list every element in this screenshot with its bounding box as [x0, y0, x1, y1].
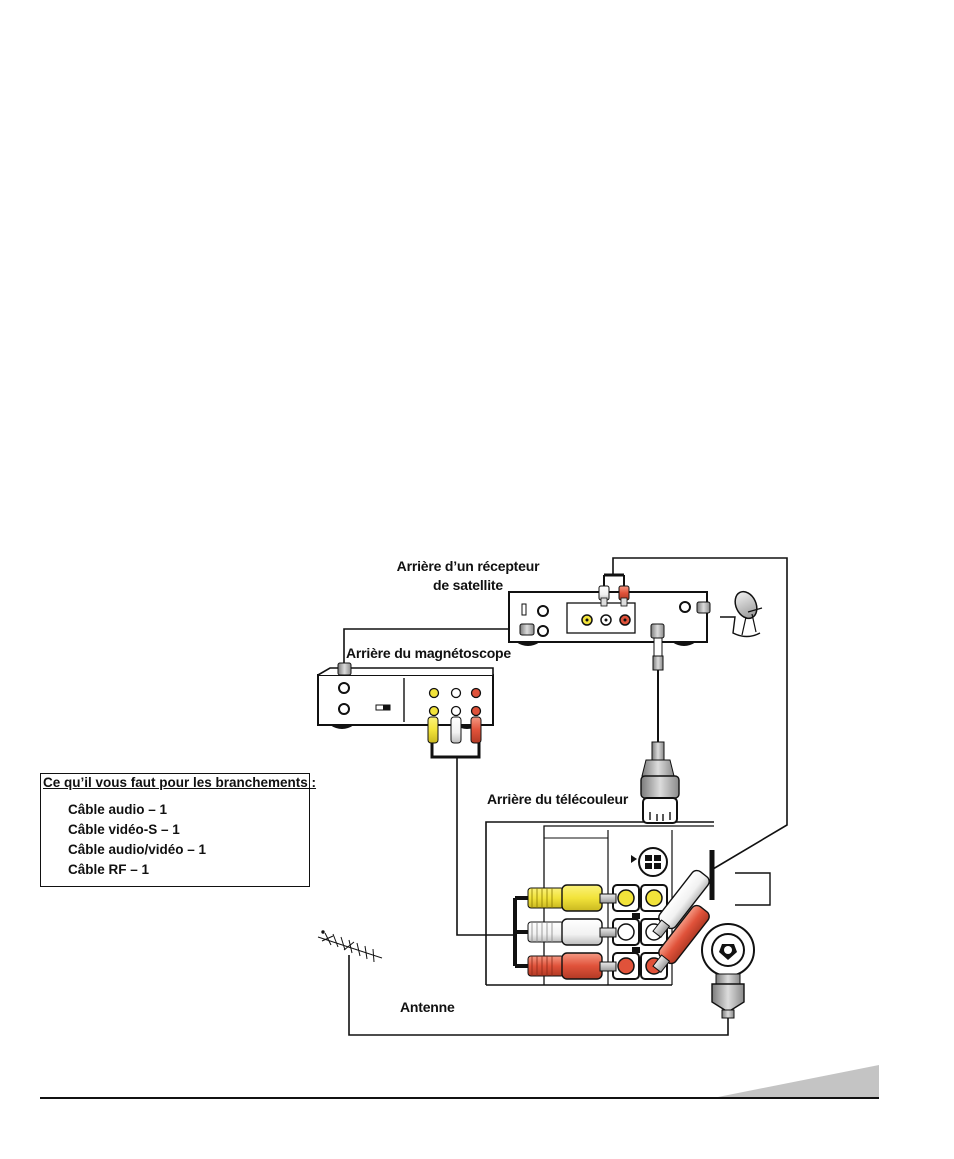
satellite-dish-icon [720, 590, 763, 638]
satellite-receiver [508, 591, 711, 671]
requirements-list: Câble audio – 1 Câble vidéo-S – 1 Câble … [68, 800, 206, 880]
cable-routes [343, 557, 788, 1036]
satellite-label-line2: de satellite [433, 577, 503, 593]
requirement-item: Câble RF – 1 [68, 862, 150, 877]
tv-label: Arrière du télécouleur [487, 791, 629, 807]
satellite-receiver-label: Arrière d’un récepteur de satellite [380, 557, 556, 595]
vcr-av-cable-loop [430, 742, 481, 759]
footer-rule [40, 1097, 879, 1099]
satellite-audio-plugs [598, 573, 630, 607]
vcr [317, 662, 494, 744]
satellite-label-line1: Arrière d’un récepteur [396, 558, 540, 574]
requirement-item: Câble audio/vidéo – 1 [68, 842, 207, 857]
page-tab [718, 1065, 879, 1097]
antenna-icon [317, 930, 383, 990]
requirements-box: Ce qu’il vous faut pour les branchements… [40, 773, 316, 887]
vcr-label: Arrière du magnétoscope [346, 645, 511, 661]
requirement-item: Câble audio – 1 [68, 802, 168, 817]
requirements-title: Ce qu’il vous faut pour les branchements… [43, 775, 317, 790]
antenna-label: Antenne [400, 999, 455, 1015]
tv-av-plugs-left [513, 884, 617, 980]
svideo-connector-icon [640, 741, 680, 824]
tv-audio-plugs-right [652, 850, 715, 973]
requirement-item: Câble vidéo-S – 1 [68, 822, 180, 837]
coax-connector-icon [701, 923, 755, 1019]
